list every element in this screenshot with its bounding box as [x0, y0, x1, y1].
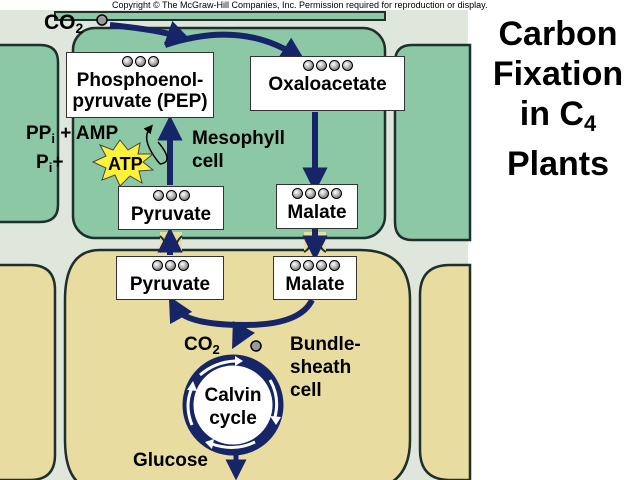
carbon-ball [177, 260, 189, 271]
carbon-ball [147, 56, 159, 67]
calvin-arc-4 [186, 387, 194, 426]
co2-release-arrow [232, 320, 256, 350]
title-line-4: Plants [506, 145, 610, 183]
title-line-3-main: in C [519, 95, 584, 133]
mesophyll-cell-right [393, 43, 472, 242]
carbon-ball [341, 60, 353, 71]
mesophyll-cell-top [54, 11, 386, 21]
bundle-sheath-cell-left [0, 263, 57, 480]
carbon-ball [121, 56, 133, 67]
pyruvate-bundle-label: Pyruvate [129, 274, 211, 295]
glucose-label: Glucose [133, 450, 208, 471]
co2-top-label: CO2 [44, 11, 84, 36]
carbon-ball [292, 188, 303, 199]
malate-mesophyll-box: Malate [276, 184, 358, 229]
calvin-cycle-line2: cycle [209, 408, 257, 429]
title-line-2: Fixation [492, 55, 624, 93]
carbon-ball [316, 260, 327, 271]
carbon-ball [328, 60, 340, 71]
pep-label-line2: pyruvate (PEP) [72, 91, 208, 112]
title-line-1: Carbon [498, 15, 618, 53]
calvin-arc-3 [211, 440, 256, 449]
bundle-label-line1: Bundle- [290, 334, 361, 355]
malate-bundle-label: Malate [285, 274, 345, 295]
carbon-ball [305, 188, 316, 199]
mesophyll-cell-left [0, 43, 60, 224]
co2-bundle-ball [250, 340, 262, 352]
carbon-ball [152, 190, 164, 201]
calvin-arc-3-head [205, 439, 214, 449]
co2-bundle-label: CO2 [184, 334, 220, 357]
atp-loop-line [157, 141, 168, 165]
mesophyll-label-line2: cell [192, 151, 224, 172]
carbon-ball [165, 190, 177, 201]
pep-carbon-atoms [67, 56, 213, 70]
pi-label: Pi+ [36, 152, 63, 175]
bundle-sheath-cell-right [418, 263, 472, 480]
oxaloacetate-carbon-atoms [251, 60, 404, 74]
co2-entry-arrow [109, 20, 192, 45]
atp-label: ATP [108, 154, 143, 174]
title-line-3-sub: 4 [583, 111, 597, 136]
carbon-ball [290, 260, 301, 271]
carbon-ball [303, 260, 314, 271]
carbon-ball [318, 188, 329, 199]
malate-bundle-box: Malate [273, 256, 357, 300]
title-line-3: in C4 [478, 94, 638, 144]
carbon-ball [151, 260, 163, 271]
pyruvate-mesophyll-carbon-atoms [119, 190, 223, 204]
malate-mesophyll-carbon-atoms [277, 188, 357, 202]
copyright-notice: Copyright © The McGraw-Hill Companies, I… [112, 0, 488, 10]
carbon-ball [302, 60, 314, 71]
pyruvate-bundle-carbon-atoms [117, 260, 223, 274]
pyruvate-bundle-box: Pyruvate [116, 256, 224, 300]
carbon-ball [331, 188, 342, 199]
carbon-ball [178, 190, 190, 201]
malate-mesophyll-label: Malate [287, 202, 347, 223]
mesophyll-label-line1: Mesophyll [192, 128, 285, 149]
calvin-arc-1-head [235, 356, 243, 366]
bundle-label-line2: sheath [290, 357, 351, 378]
calvin-arc-2-head [270, 416, 281, 425]
carbon-ball [329, 260, 340, 271]
malate-bundle-carbon-atoms [274, 260, 356, 274]
pyruvate-mesophyll-box: Pyruvate [118, 186, 224, 230]
atp-starburst [91, 139, 155, 187]
calvin-arc-1 [199, 359, 236, 377]
ppi-amp-label: PPi + AMP [26, 123, 118, 146]
calvin-cycle-line1: Calvin [204, 385, 261, 406]
co2-top-ball [96, 14, 108, 26]
diagram-title: Carbon Fixation in C4 Plants [478, 14, 638, 184]
pep-box: Phosphoenol- pyruvate (PEP) [66, 52, 214, 118]
pep-to-oxaloacetate-arrow [164, 31, 306, 62]
atp-to-amp-arrow [143, 124, 161, 165]
bundle-label-line3: cell [290, 380, 322, 401]
pyruvate-mesophyll-label: Pyruvate [130, 204, 212, 225]
oxaloacetate-box: Oxaloacetate [250, 56, 405, 111]
carbon-ball [315, 60, 327, 71]
carbon-ball [164, 260, 176, 271]
oxaloacetate-label: Oxaloacetate [268, 74, 387, 95]
pep-label-line1: Phosphoenol- [76, 70, 204, 91]
calvin-arc-2 [268, 379, 279, 418]
carbon-ball [134, 56, 146, 67]
calvin-arc-4-head [187, 381, 197, 391]
